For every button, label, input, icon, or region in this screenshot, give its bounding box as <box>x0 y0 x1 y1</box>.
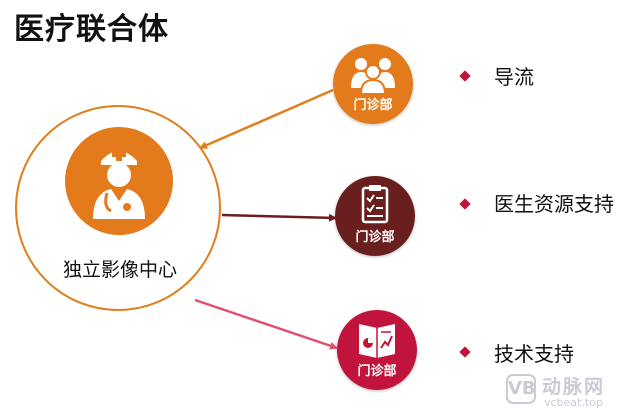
clinic-label: 门诊部 <box>355 230 395 245</box>
service-label-1: 导流 <box>494 65 534 89</box>
watermark-url: vcbeat.top <box>544 396 603 409</box>
people-group-icon <box>333 44 413 124</box>
clinic-node-2: 门诊部 <box>335 176 415 256</box>
clipboard-check-icon <box>335 176 415 256</box>
watermark-logo: VB <box>506 374 536 404</box>
service-label-3: 技术支持 <box>494 342 574 366</box>
hub-icon-badge <box>65 127 173 235</box>
arrow-hub-to-clinic3 <box>194 298 338 350</box>
hub-imaging-center: 独立影像中心 <box>15 105 221 311</box>
report-chart-icon <box>337 310 417 390</box>
watermark-name: 动脉网 <box>542 376 606 398</box>
watermark: VB 动脉网 vcbeat.top <box>506 372 636 412</box>
arrow-clinic1-to-hub <box>199 88 334 150</box>
doctor-icon <box>65 127 173 235</box>
clinic-node-3: 门诊部 <box>337 310 417 390</box>
service-label-2: 医生资源支持 <box>494 192 614 216</box>
clinic-node-1: 门诊部 <box>333 44 413 124</box>
hub-label: 独立影像中心 <box>62 259 177 281</box>
clinic-label: 门诊部 <box>353 98 393 113</box>
clinic-label: 门诊部 <box>357 364 397 379</box>
page-title: 医疗联合体 <box>14 12 169 47</box>
arrow-hub-to-clinic2 <box>221 213 337 222</box>
